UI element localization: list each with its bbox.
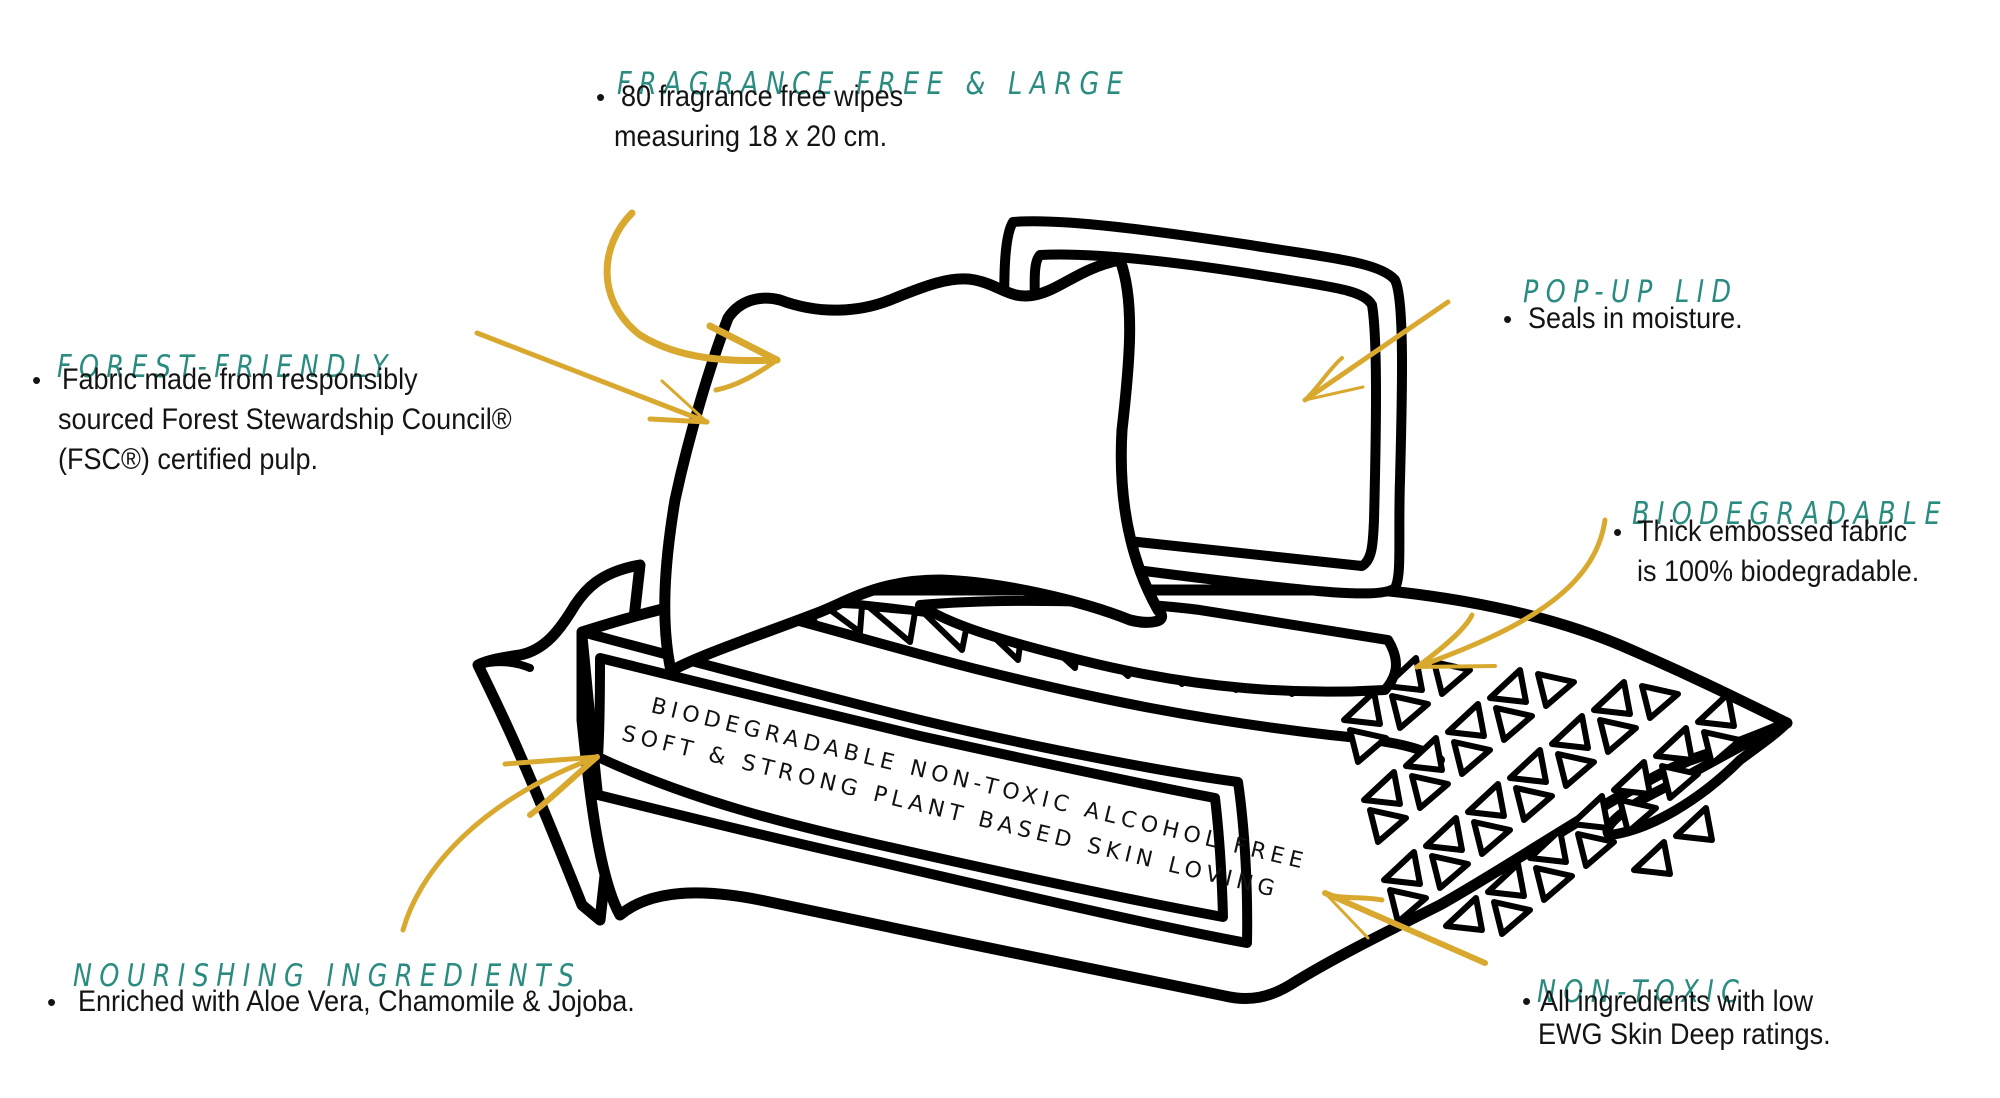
bullet-line: EWG Skin Deep ratings. [1538,1018,1831,1051]
feature-bullets: • Thick embossed fabric is 100% biodegra… [1613,512,1951,592]
pattern-triangle [1591,679,1633,717]
bullet-item: • Thick embossed fabric is 100% biodegra… [1613,512,1951,592]
pattern-triangle [1533,865,1575,903]
pattern-triangle [1403,735,1445,773]
bullet-icon: • [1503,304,1513,334]
pattern-triangle [1381,849,1423,887]
bullet-icon: • [596,82,606,112]
arrow-popup [1302,299,1451,403]
pattern-triangle [1527,827,1569,865]
pattern-triangle [1409,773,1451,811]
pattern-triangle [1701,729,1743,767]
bullet-line: 80 fragrance free wipes [621,80,904,113]
label-panel [593,653,1228,922]
pattern-triangle [1367,807,1409,845]
bullet-line: Seals in moisture. [1528,302,1743,335]
bullet-line: All ingredients with low [1540,985,1814,1018]
pattern-triangle [1535,671,1577,709]
pattern-triangle [1445,701,1487,739]
pattern-triangle [1465,781,1507,819]
bullet-icon: • [1522,986,1532,1016]
bullet-item: • All ingredients with low EWG Skin Deep… [1522,985,1863,1051]
feature-bullets: • Seals in moisture. [1503,299,1766,339]
bullet-icon: • [32,365,42,395]
feature-heading: BIODEGRADABLE [1632,495,1948,532]
pattern-triangle [1659,763,1701,801]
pattern-triangle [1575,831,1617,869]
bullet-item: • Enriched with Aloe Vera, Chamomile & J… [47,982,697,1022]
wipe [659,254,1167,677]
pattern-triangle [1555,751,1597,789]
pouch-left-flap-fold [474,658,534,672]
bullet-line: (FSC®) certified pulp. [58,443,318,476]
pattern-triangle [1389,693,1431,731]
feature-bullets: • Enriched with Aloe Vera, Chamomile & J… [47,982,697,1022]
pattern-triangle [1387,887,1429,925]
bullet-item: • Seals in moisture. [1503,299,1766,339]
feature-heading: NON-TOXIC [1537,973,1747,1010]
embossed-pattern-side [1327,647,1743,937]
pattern-triangle [1429,853,1471,891]
pattern-triangle [1673,805,1715,843]
arrow-nontoxic [1322,890,1488,966]
pattern-triangle [1597,717,1639,755]
pattern-triangle [1347,727,1389,765]
pattern-triangle [1443,895,1485,933]
pattern-triangle [1361,769,1403,807]
pattern-triangle [1549,713,1591,751]
arrow-forest [474,330,710,425]
bullet-line: Enriched with Aloe Vera, Chamomile & Joj… [78,985,635,1018]
feature-heading: FRAGRANCE FREE & LARGE [617,65,1131,102]
feature-heading: FOREST-FRIENDLY [57,348,395,385]
arrow-nourishing [400,754,600,933]
bullet-icon: • [47,987,57,1017]
pattern-triangle [1513,785,1555,823]
bullet-item: • Fabric made from responsibly sourced F… [32,360,562,480]
feature-bullets: • All ingredients with low EWG Skin Deep… [1522,985,1863,1051]
bullet-line: sourced Forest Stewardship Council® [58,403,512,436]
arrow-biodegradable [1414,517,1608,670]
pattern-triangle [1493,705,1535,743]
pattern-triangle [1341,689,1383,727]
feature-heading: POP-UP LID [1523,273,1739,310]
bullet-icon: • [1613,517,1623,547]
bullet-line: Fabric made from responsibly [62,363,418,396]
pattern-triangle [1491,899,1533,937]
pattern-triangle [1485,861,1527,899]
pattern-triangle [1451,739,1493,777]
bullet-line: is 100% biodegradable. [1637,555,1920,588]
bullet-line: Thick embossed fabric [1637,515,1908,548]
arrow-fragrance [603,209,781,393]
pattern-triangle [1611,759,1653,797]
feature-heading: NOURISHING INGREDIENTS [73,957,582,994]
pattern-triangle [1423,815,1465,853]
pattern-triangle [1507,747,1549,785]
pattern-triangle [1631,839,1673,877]
bullet-item: • 80 fragrance free wipes measuring 18 x… [596,77,935,157]
pattern-triangle [1639,683,1681,721]
feature-bullets: • 80 fragrance free wipes measuring 18 x… [596,77,935,157]
pouch-right-flap-edge [1602,718,1792,840]
pattern-triangle [1695,691,1737,729]
pattern-triangle [1653,725,1695,763]
pattern-triangle [1487,667,1529,705]
feature-bullets: • Fabric made from responsibly sourced F… [32,360,562,480]
bullet-line: measuring 18 x 20 cm. [614,120,888,153]
pattern-triangle [1617,797,1659,835]
pattern-triangle [1471,819,1513,857]
pattern-triangle [1569,793,1611,831]
